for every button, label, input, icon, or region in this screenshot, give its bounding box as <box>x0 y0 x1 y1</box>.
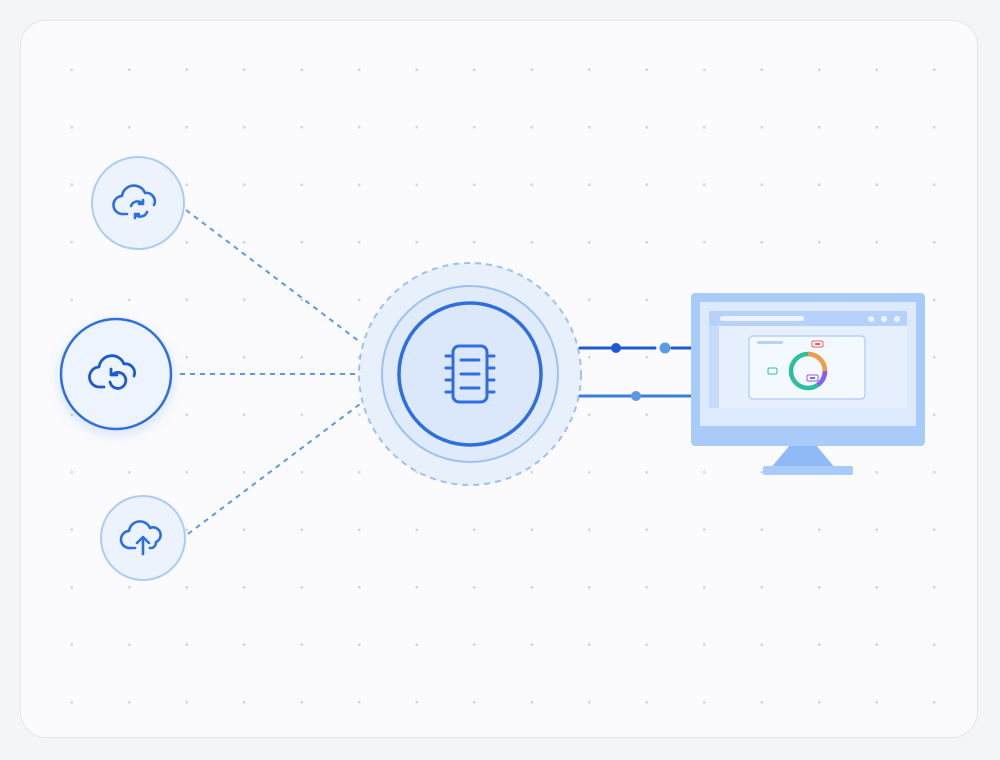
hub-node[interactable] <box>358 262 582 486</box>
source-node-cloud-sync[interactable] <box>91 156 185 250</box>
window-control-dot[interactable] <box>868 316 874 322</box>
donut-chart-panel <box>748 335 866 400</box>
connector-upload-to-hub <box>187 403 361 535</box>
panel-heading-placeholder <box>757 341 783 344</box>
connector-upper-node-dark <box>611 343 621 353</box>
connector-upper-node-light <box>659 342 671 354</box>
window-control-dot[interactable] <box>881 316 887 322</box>
donut-chart <box>788 351 828 391</box>
window-title-placeholder <box>720 316 804 321</box>
cloud-upload-icon <box>119 520 162 556</box>
legend-tag-left <box>767 367 778 375</box>
source-node-cloud-restore[interactable] <box>59 317 173 431</box>
legend-tag-right-fill <box>810 377 815 379</box>
window-sidebar-strip <box>709 326 719 408</box>
connector-sync-to-hub <box>185 209 361 343</box>
monitor-stand-neck <box>770 445 836 469</box>
monitor-stand-base <box>763 466 853 475</box>
output-connectors <box>578 342 694 401</box>
monitor[interactable] <box>691 293 925 475</box>
cloud-restore-icon <box>88 354 136 390</box>
connector-lower-node <box>631 391 641 401</box>
source-connectors <box>180 209 361 535</box>
window-control-dot[interactable] <box>894 316 900 322</box>
cloud-sync-icon <box>112 184 157 220</box>
chip-icon <box>444 344 496 404</box>
legend-tag-top-fill <box>815 343 820 345</box>
window-titlebar <box>709 311 907 326</box>
source-node-cloud-upload[interactable] <box>100 495 186 581</box>
